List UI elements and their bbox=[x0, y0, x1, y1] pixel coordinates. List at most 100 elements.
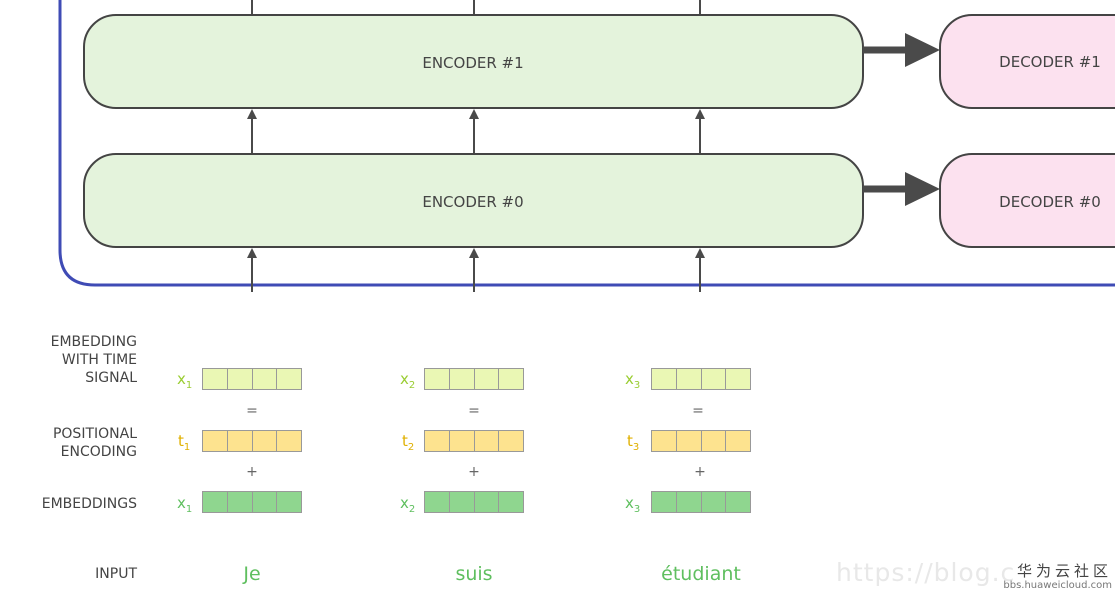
decoder-0-label: DECODER #0 bbox=[999, 193, 1101, 211]
embedding-vector-1 bbox=[202, 491, 302, 513]
brand-name: 华为云社区 bbox=[1016, 562, 1112, 580]
vector-cell bbox=[450, 431, 475, 451]
row-label-embeddings: EMBEDDINGS bbox=[42, 495, 137, 513]
positional-vector-3 bbox=[651, 430, 751, 452]
vector-cell bbox=[203, 492, 228, 512]
plus-sign-2: + bbox=[468, 464, 480, 480]
row-label-positional-encoding: POSITIONAL ENCODING bbox=[53, 425, 137, 461]
vector-cell bbox=[475, 431, 500, 451]
signal-base: x bbox=[400, 370, 409, 388]
signal-label-3: x3 bbox=[625, 370, 640, 395]
positional-vector-2 bbox=[424, 430, 524, 452]
plus-sign-1: + bbox=[246, 464, 258, 480]
equals-sign-3: = bbox=[692, 403, 704, 419]
vector-cell bbox=[425, 431, 450, 451]
signal-label-2: x2 bbox=[400, 370, 415, 395]
encoder-0-box bbox=[83, 153, 864, 248]
encoder-1-label: ENCODER #1 bbox=[422, 54, 523, 72]
vector-cell bbox=[677, 431, 702, 451]
vector-cell bbox=[726, 431, 750, 451]
row-label-line: EMBEDDINGS bbox=[41, 496, 137, 512]
pos-base: t bbox=[627, 432, 633, 450]
plus-sign-3: + bbox=[694, 464, 706, 480]
decoder-1-label: DECODER #1 bbox=[999, 53, 1101, 71]
pos-base: t bbox=[178, 432, 184, 450]
pos-sub: 2 bbox=[407, 442, 415, 453]
equals-sign-1: = bbox=[246, 403, 258, 419]
row-label-line: INPUT bbox=[95, 566, 137, 582]
vector-cell bbox=[253, 369, 278, 389]
embedding-label-2: x2 bbox=[400, 494, 415, 519]
signal-label-1: x1 bbox=[177, 370, 192, 395]
signal-base: x bbox=[625, 370, 634, 388]
vector-cell bbox=[499, 431, 523, 451]
arrow-enc1-dec1-head bbox=[905, 33, 940, 67]
input-word-3: étudiant bbox=[661, 563, 741, 585]
vector-cell bbox=[677, 369, 702, 389]
encoder-stack-container bbox=[58, 0, 1115, 287]
vector-cell bbox=[253, 431, 278, 451]
vector-cell bbox=[702, 369, 727, 389]
vector-cell bbox=[702, 492, 727, 512]
row-label-embedding-with-time-signal: EMBEDDING WITH TIME SIGNAL bbox=[51, 333, 137, 387]
vector-cell bbox=[702, 431, 727, 451]
pos-sub: 3 bbox=[632, 442, 640, 453]
brand-badge: 华为云社区 bbs.huaweicloud.com bbox=[990, 562, 1112, 592]
pos-sub: 1 bbox=[183, 442, 191, 453]
vector-cell bbox=[228, 492, 253, 512]
vector-cell bbox=[203, 369, 228, 389]
emb-base: x bbox=[177, 494, 186, 512]
signal-sub: 1 bbox=[185, 380, 193, 391]
embedding-vector-2 bbox=[424, 491, 524, 513]
encoder-1-box bbox=[83, 14, 864, 109]
input-word-2: suis bbox=[455, 563, 493, 585]
signal-vector-3 bbox=[651, 368, 751, 390]
vector-cell bbox=[450, 369, 475, 389]
arrow-enc0-dec0-head bbox=[905, 172, 940, 206]
equals-sign-2: = bbox=[468, 403, 480, 419]
vector-cell bbox=[425, 369, 450, 389]
row-label-line: WITH TIME bbox=[61, 352, 137, 368]
vector-cell bbox=[277, 369, 301, 389]
positional-label-1: t1 bbox=[178, 432, 190, 457]
input-word-1: Je bbox=[243, 563, 261, 585]
decoder-1-box bbox=[939, 14, 1115, 109]
vector-cell bbox=[475, 369, 500, 389]
vector-cell bbox=[726, 492, 750, 512]
emb-base: x bbox=[400, 494, 409, 512]
row-label-line: EMBEDDING bbox=[50, 334, 137, 350]
signal-sub: 3 bbox=[633, 380, 641, 391]
vector-cell bbox=[228, 369, 253, 389]
vector-cell bbox=[425, 492, 450, 512]
row-label-line: POSITIONAL bbox=[52, 426, 137, 442]
emb-sub: 1 bbox=[185, 504, 193, 515]
emb-sub: 3 bbox=[633, 504, 641, 515]
positional-label-3: t3 bbox=[627, 432, 639, 457]
watermark-url: https://blog.c bbox=[836, 558, 1016, 587]
positional-vector-1 bbox=[202, 430, 302, 452]
vector-cell bbox=[475, 492, 500, 512]
signal-vector-2 bbox=[424, 368, 524, 390]
signal-sub: 2 bbox=[408, 380, 416, 391]
vector-cell bbox=[652, 431, 677, 451]
embedding-label-3: x3 bbox=[625, 494, 640, 519]
vector-cell bbox=[652, 369, 677, 389]
row-label-line: ENCODING bbox=[60, 444, 137, 460]
vector-cell bbox=[277, 431, 301, 451]
encoder-0-label: ENCODER #0 bbox=[422, 193, 523, 211]
signal-base: x bbox=[177, 370, 186, 388]
embedding-vector-3 bbox=[651, 491, 751, 513]
row-label-input: INPUT bbox=[95, 565, 137, 583]
vector-cell bbox=[228, 431, 253, 451]
embedding-label-1: x1 bbox=[177, 494, 192, 519]
vector-cell bbox=[203, 431, 228, 451]
vector-cell bbox=[253, 492, 278, 512]
vector-cell bbox=[677, 492, 702, 512]
decoder-0-box bbox=[939, 153, 1115, 248]
row-label-line: SIGNAL bbox=[85, 370, 137, 386]
vector-cell bbox=[652, 492, 677, 512]
positional-label-2: t2 bbox=[402, 432, 414, 457]
vector-cell bbox=[726, 369, 750, 389]
brand-url: bbs.huaweicloud.com bbox=[1003, 580, 1112, 591]
